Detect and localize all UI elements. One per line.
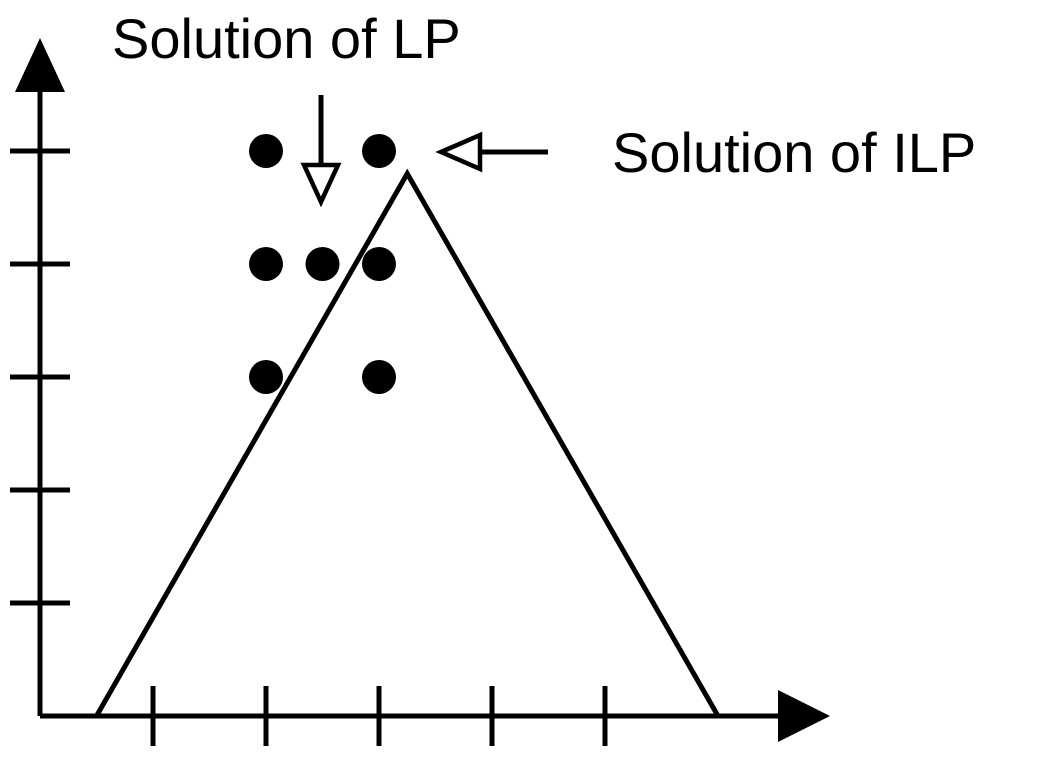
feasible-region-triangle: [92, 168, 723, 719]
y-axis-ticks: [10, 148, 70, 606]
down-arrow-icon: [300, 95, 342, 208]
lattice-point: [362, 247, 396, 281]
lattice-point: [249, 134, 283, 168]
lattice-point: [362, 360, 396, 394]
lattice-point: [249, 247, 283, 281]
left-arrow-icon: [435, 131, 548, 173]
lp-solution-label: Solution of LP: [112, 7, 461, 70]
lattice-point: [249, 360, 283, 394]
ilp-solution-label: Solution of ILP: [612, 121, 976, 184]
y-axis-arrowhead: [15, 38, 65, 92]
lattice-points: [249, 134, 396, 394]
lattice-point: [362, 134, 396, 168]
lattice-point: [305, 247, 340, 281]
x-axis-arrowhead: [778, 690, 830, 742]
